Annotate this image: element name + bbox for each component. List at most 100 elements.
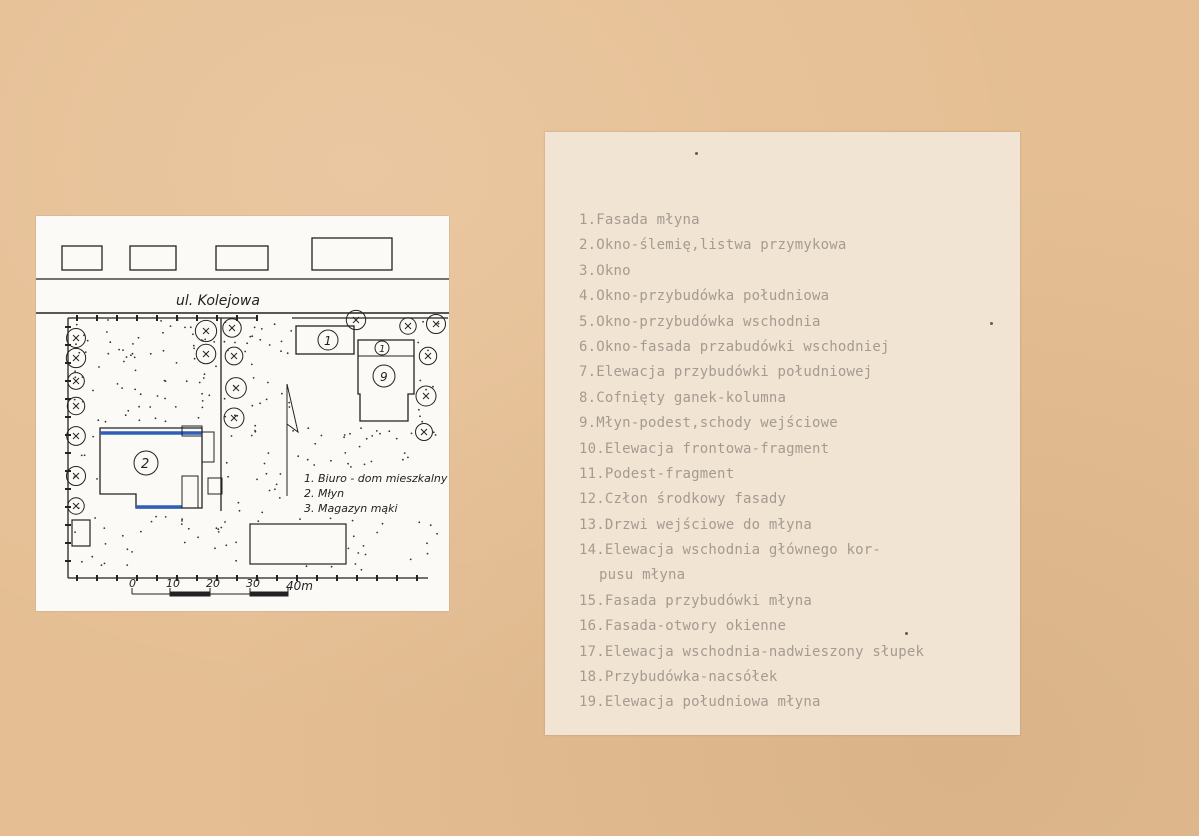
stipple-dot [138, 419, 141, 422]
stipple-dot [363, 463, 366, 466]
stipple-dot [350, 466, 352, 468]
fence-post [65, 524, 71, 526]
caption-item: 7.Elewacja przybudówki południowej [579, 364, 873, 381]
fence-post [256, 575, 258, 581]
stipple-dot [281, 392, 283, 395]
caption-item: 10.Elewacja frontowa-fragment [579, 440, 830, 457]
stipple-dot [251, 404, 254, 407]
stipple-dot [251, 335, 254, 338]
fence-post [156, 575, 158, 581]
fence-post [65, 560, 71, 562]
street-building [215, 245, 269, 271]
stipple-dot [77, 507, 80, 509]
fence-post [316, 575, 318, 581]
stipple-dot [202, 377, 205, 379]
site-plan-drawing: ul. Kolejowa 2 [36, 237, 449, 597]
stipple-dot [290, 330, 293, 332]
fence-post [65, 452, 71, 454]
stipple-dot [434, 434, 437, 436]
stipple-dot [347, 462, 349, 465]
stipple-dot [409, 558, 412, 561]
stipple-dot [278, 497, 281, 499]
scale-bar [131, 588, 289, 597]
stipple-dot [280, 340, 283, 343]
stipple-dot [201, 406, 204, 409]
scale-label: 10 [166, 577, 180, 590]
caption-item: 9.Młyn-podest,schody wejściowe [579, 415, 838, 432]
stipple-dot [349, 432, 351, 435]
stipple-dot [75, 323, 78, 326]
stipple-dot [164, 516, 167, 518]
stipple-dot [156, 395, 159, 397]
stipple-dot [265, 472, 268, 475]
fence-post [76, 575, 78, 581]
stipple-dot [426, 542, 428, 545]
warehouse-building [357, 339, 415, 422]
stipple-dot [215, 527, 218, 530]
stipple-dot [197, 416, 200, 419]
stipple-dot [164, 397, 167, 400]
stipple-dot [370, 460, 373, 463]
fence-outline [67, 317, 448, 579]
stipple-dot [78, 351, 81, 354]
stipple-dot [131, 352, 134, 355]
stipple-dot [235, 541, 238, 544]
stipple-dot [220, 526, 223, 529]
building-number-circle [317, 329, 339, 351]
fence-post [196, 575, 198, 581]
caption-item: 2.Okno-ślemię,listwa przymykowa [579, 237, 847, 254]
tree-icon [66, 396, 86, 416]
stipple-dot [126, 548, 129, 551]
stipple-dot [201, 339, 204, 342]
tree-icon [415, 385, 437, 407]
scale-label: 20 [206, 577, 220, 590]
tree-icon [65, 347, 87, 369]
caption-item: 18.Przybudówka-nacsółek [579, 669, 778, 686]
stipple-dot [187, 527, 190, 530]
fence-post [65, 542, 71, 544]
stipple-dot [94, 517, 96, 519]
building-number: 9 [380, 370, 388, 384]
stipple-dot [185, 380, 188, 383]
photo-caption-list: 1.Fasada młyna 2.Okno-ślemię,listwa przy… [579, 208, 924, 716]
caption-item: 3.Okno [579, 262, 631, 279]
stipple-dot [249, 335, 252, 338]
caption-item: 12.Człon środkowy fasady [579, 491, 787, 508]
fence-post [116, 315, 118, 321]
stipple-dot [259, 338, 262, 341]
stipple-dot [126, 564, 129, 566]
stipple-dot [160, 320, 162, 322]
stipple-dot [80, 454, 83, 457]
caption-item: 17.Elewacja wschodnia-nadwieszony słupek [579, 643, 925, 660]
stipple-dot [149, 352, 152, 355]
stipple-dot [201, 392, 204, 395]
stipple-dot [354, 563, 357, 565]
stipple-dot [92, 389, 94, 392]
stipple-dot [246, 342, 249, 345]
street-building [61, 245, 103, 271]
stipple-dot [215, 365, 217, 368]
stipple-dot [208, 394, 211, 397]
photo-caption-sheet: 1.Fasada młyna 2.Okno-ślemię,listwa przy… [545, 132, 1020, 735]
fence-post [176, 315, 178, 321]
stipple-dot [381, 522, 384, 525]
fence-post [356, 575, 358, 581]
stipple-dot [236, 414, 239, 417]
fence-post [76, 315, 78, 321]
stipple-dot [162, 331, 164, 334]
stipple-dot [234, 414, 236, 417]
stipple-dot [224, 415, 227, 418]
stipple-dot [417, 341, 420, 344]
stipple-dot [306, 458, 309, 461]
stipple-dot [422, 320, 424, 323]
fence-post [136, 575, 138, 581]
stipple-dot [347, 547, 350, 550]
tree-icon [66, 426, 86, 446]
tree-icon [426, 314, 446, 334]
scale-label: 40m [286, 579, 313, 593]
stipple-dot [138, 405, 140, 408]
stipple-dot [75, 343, 77, 346]
stipple-dot [116, 383, 119, 385]
stipple-dot [74, 376, 77, 379]
stipple-dot [237, 501, 240, 504]
